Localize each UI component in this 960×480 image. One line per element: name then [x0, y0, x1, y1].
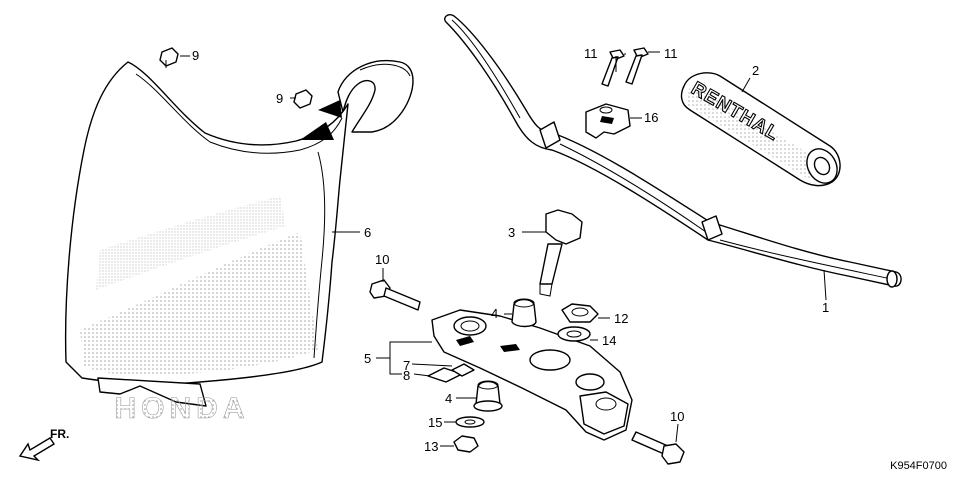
nut-13 [453, 435, 479, 453]
bolt-10-lower [631, 431, 685, 465]
diagram-code: K954F0700 [890, 460, 947, 472]
bolt-11-right [625, 47, 649, 85]
bolt-10-upper [369, 279, 421, 311]
callout-11b: 11 [664, 46, 678, 61]
screw-9-upper [159, 47, 179, 68]
callout-15: 15 [428, 415, 442, 430]
cushion-4-upper [511, 298, 537, 328]
callout-13: 13 [424, 439, 438, 454]
nut-12 [561, 303, 599, 323]
front-direction-label: FR. [50, 427, 69, 441]
callout-6: 6 [364, 225, 371, 240]
washer-14 [557, 326, 591, 342]
callout-4a: 4 [491, 306, 498, 321]
screw-9-lower [293, 89, 313, 109]
upper-holder [585, 103, 631, 139]
top-bridge [431, 309, 633, 441]
number-plate: HONDA [64, 60, 414, 425]
callout-9a: 9 [192, 48, 199, 63]
callout-3: 3 [508, 225, 515, 240]
plate-brand-text: HONDA [115, 392, 250, 425]
front-direction-arrow: FR. [18, 427, 69, 462]
bolt-11-left [601, 49, 625, 87]
callouts: 9 9 6 11 11 2 16 3 1 10 4 12 14 5 7 8 4 … [192, 46, 829, 454]
callout-4b: 4 [445, 391, 452, 406]
clip-7 [451, 363, 475, 377]
callout-1: 1 [822, 300, 829, 315]
callout-9b: 9 [276, 91, 283, 106]
callout-7: 7 [403, 358, 410, 373]
callout-16: 16 [644, 110, 658, 125]
callout-14: 14 [602, 333, 616, 348]
bar-pad: RENTHAL [680, 72, 841, 187]
callout-10a: 10 [375, 252, 389, 267]
leader-lines [180, 51, 827, 447]
callout-2: 2 [752, 63, 759, 78]
washer-15 [455, 416, 485, 428]
callout-12: 12 [614, 311, 628, 326]
cushion-4-lower [473, 380, 503, 412]
callout-8: 8 [403, 368, 410, 383]
lower-holder [539, 209, 583, 297]
handlebar [444, 13, 902, 288]
callout-11a: 11 [584, 46, 598, 61]
callout-10b: 10 [670, 409, 684, 424]
callout-5: 5 [364, 351, 371, 366]
